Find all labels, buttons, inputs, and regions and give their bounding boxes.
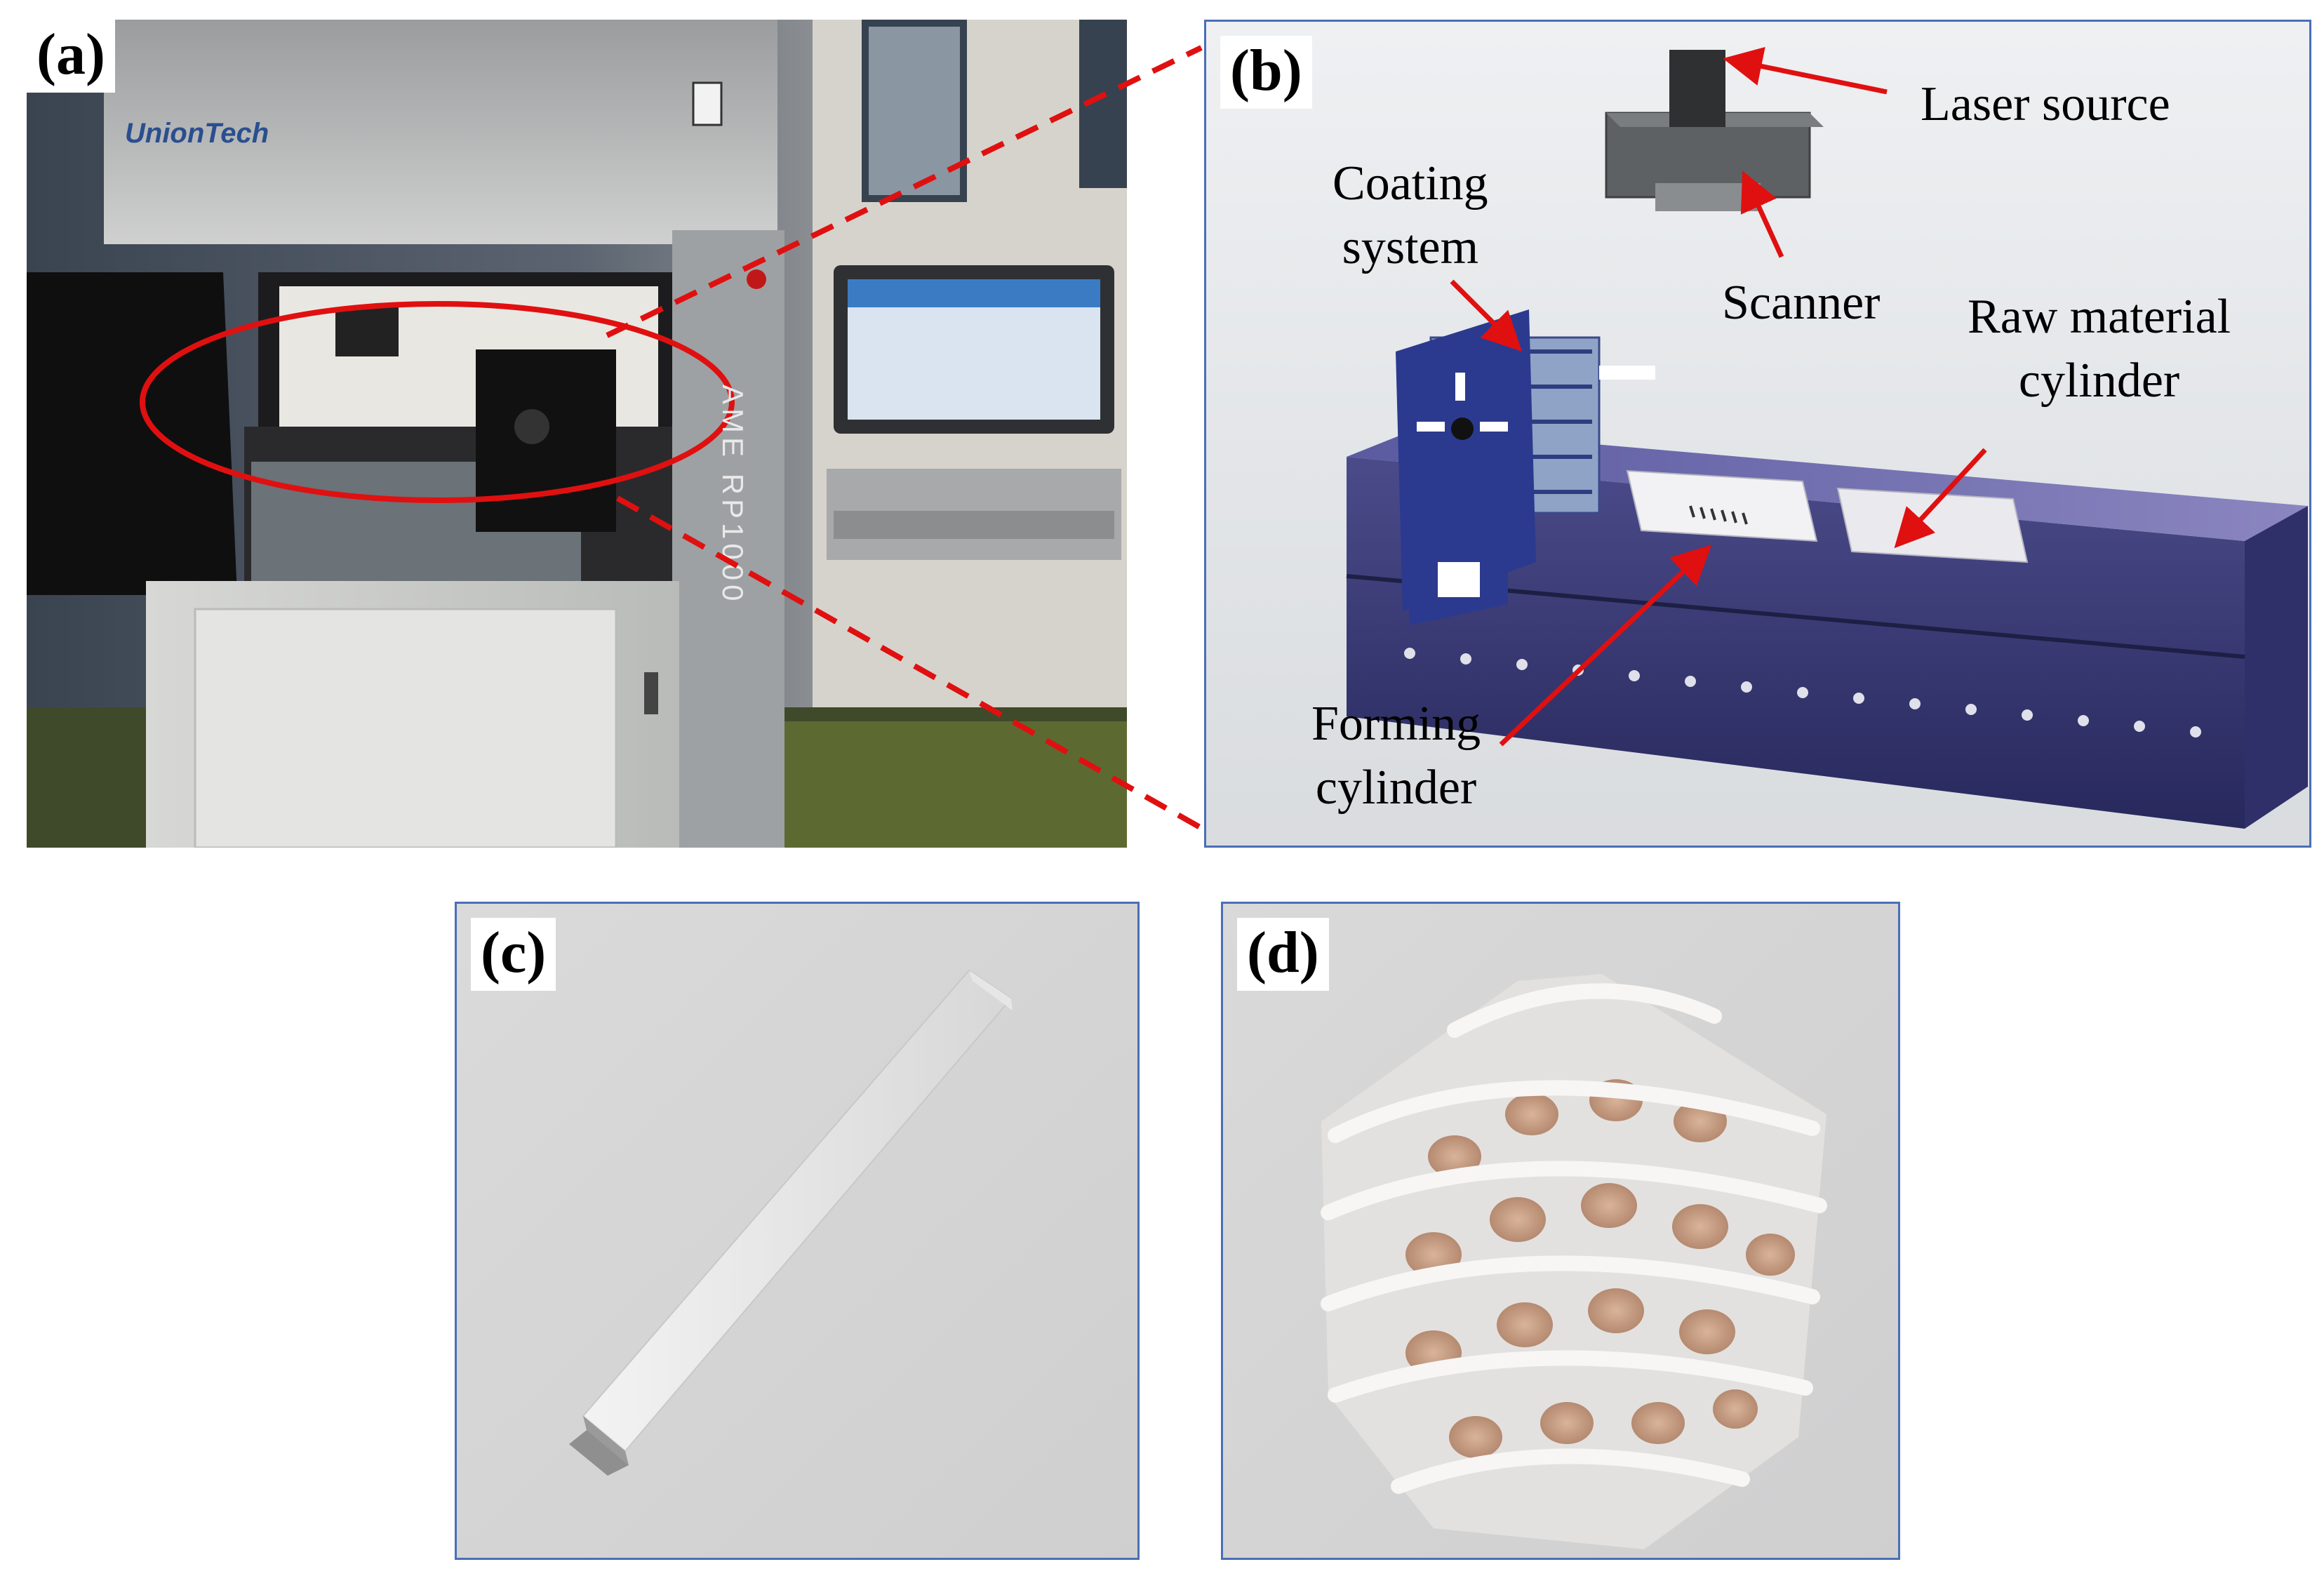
label-laser-source: Laser source [1921, 77, 2170, 131]
label-forming-line-1: Forming [1311, 697, 1481, 751]
label-scanner: Scanner [1722, 276, 1881, 330]
brand-logo: UnionTech [125, 118, 269, 149]
panel-c: (c) [455, 902, 1140, 1560]
label-raw-material-line-1: Raw material [1968, 290, 2231, 344]
panel-b: Laser source Scanner Coating system Raw … [1204, 20, 2311, 848]
label-forming-line-2: cylinder [1315, 761, 1477, 815]
panel-label-a: (a) [27, 20, 115, 93]
panel-label-b: (b) [1220, 36, 1312, 109]
lattice-scaffold-photo [1223, 904, 1898, 1558]
panel-label-c: (c) [471, 918, 556, 991]
ceramic-bar-photo [457, 904, 1137, 1558]
label-coating-line-2: system [1342, 220, 1479, 274]
label-raw-material-cylinder: Raw material cylinder [1968, 285, 2231, 413]
model-label: AME RP1000 [716, 385, 749, 606]
label-coating-line-1: Coating [1333, 156, 1488, 211]
panel-d: (d) [1221, 902, 1900, 1560]
panel-label-d: (d) [1237, 918, 1329, 991]
label-forming-cylinder: Forming cylinder [1311, 692, 1481, 820]
panel-a: UnionTech AME RP1000 (a) [27, 20, 1127, 848]
label-coating-system: Coating system [1333, 152, 1488, 279]
label-raw-material-line-2: cylinder [2018, 354, 2180, 408]
